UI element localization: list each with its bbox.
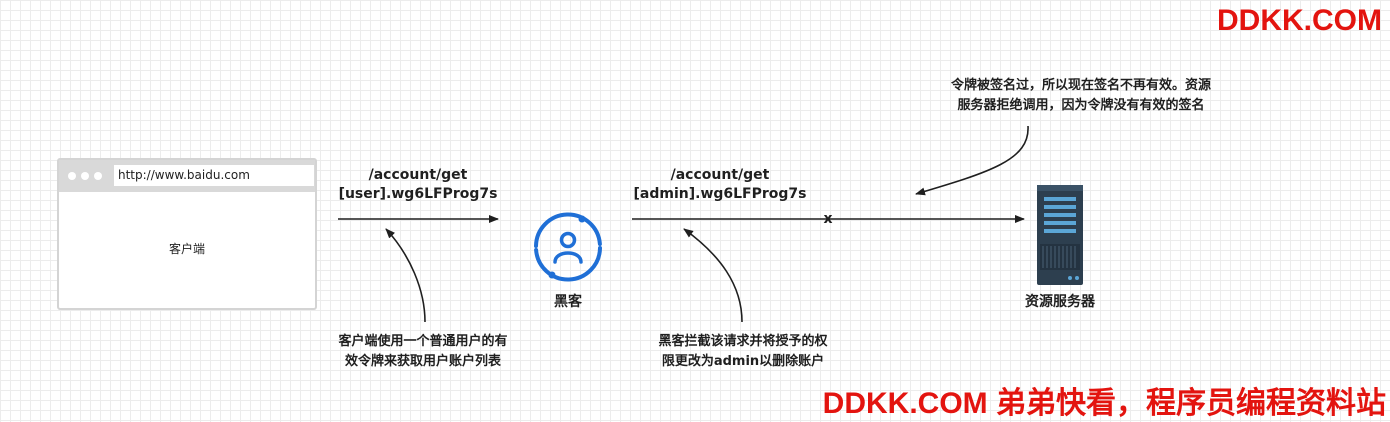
hacker-note: 黑客拦截该请求并将授予的权 限更改为admin以删除账户 [636,332,850,372]
hacker-note-arrow [683,228,743,323]
request2-label: /account/get [admin].wg6LFProg7s [630,166,810,204]
address-bar: http://www.baidu.com [114,165,314,186]
hacker-icon [534,212,602,282]
window-dot-icon [68,172,76,180]
request1-path: /account/get [368,167,468,183]
server-note-line1: 令牌被签名过，所以现在签名不再有效。资源 [950,78,1211,93]
client-label: 客户端 [168,242,205,256]
window-dot-icon [94,172,102,180]
server-label: 资源服务器 [1025,294,1095,310]
request2-path: /account/get [670,167,770,183]
server-icon [1037,185,1083,285]
browser-title-bar: http://www.baidu.com [59,160,315,192]
watermark-top: DDKK.COM [1217,4,1382,37]
hacker-label: 黑客 [554,294,582,310]
request1-token: [user].wg6LFProg7s [338,186,498,202]
client-note-arrow [385,228,426,323]
browser-body: 客户端 [59,192,315,308]
server-note: 令牌被签名过，所以现在签名不再有效。资源 服务器拒绝调用，因为令牌没有有效的签名 [918,76,1244,116]
hacker-note-line2: 限更改为admin以删除账户 [661,354,825,369]
server-note-line2: 服务器拒绝调用，因为令牌没有有效的签名 [957,98,1205,113]
server-note-arrow [915,125,1029,196]
client-note-line1: 客户端使用一个普通用户的有 [338,334,508,349]
blocked-mark: x [823,211,832,227]
hacker-note-line1: 黑客拦截该请求并将授予的权 [658,334,828,349]
request1-label: /account/get [user].wg6LFProg7s [338,166,498,204]
client-note: 客户端使用一个普通用户的有 效令牌来获取用户账户列表 [318,332,528,372]
client-note-line2: 效令牌来获取用户账户列表 [344,354,501,369]
client-browser-window: http://www.baidu.com 客户端 [57,158,317,310]
window-dot-icon [81,172,89,180]
request2-token: [admin].wg6LFProg7s [633,186,807,202]
